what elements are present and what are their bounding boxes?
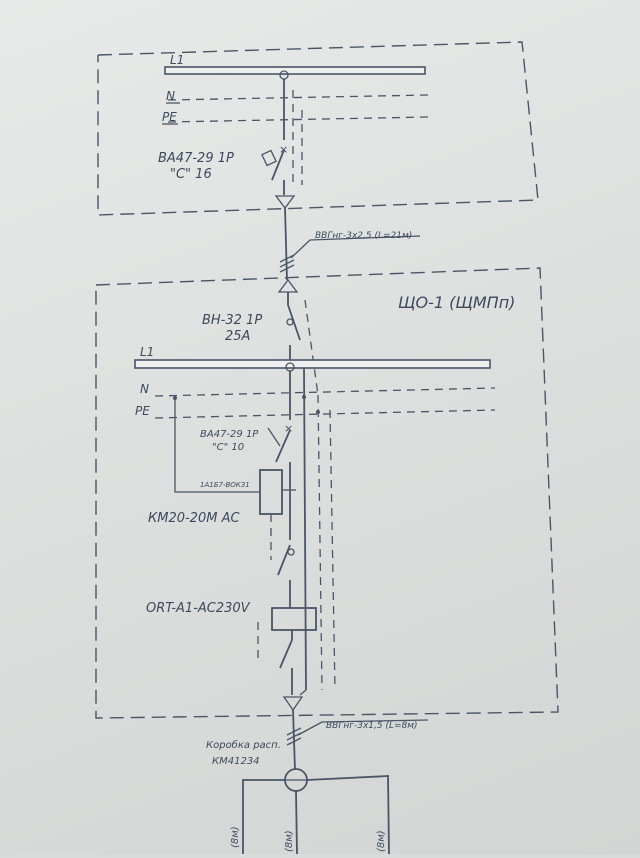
main-breaker-actuator	[267, 427, 281, 447]
out-cable-tick-3	[286, 737, 302, 746]
relay-coil	[271, 607, 317, 631]
junction-label-1: Коробка расп.	[206, 739, 281, 751]
coil-control-wire	[174, 398, 260, 493]
branch-right	[306, 775, 390, 855]
branch-left	[242, 779, 285, 854]
upper-breaker-actuator	[261, 149, 277, 167]
out-cable-line	[292, 709, 296, 771]
main-l1-bypass	[303, 367, 307, 691]
out-cable-leader	[297, 721, 323, 736]
main-breaker-contact	[275, 429, 291, 463]
main-enclosure: ЩО-1 (ЩМПп) ВН-32 1Р 25А L1 N PE × ВА47-…	[95, 267, 559, 719]
main-breaker-x-mark: ×	[284, 422, 293, 435]
bypass-merge	[299, 689, 307, 696]
contactor-coil	[259, 469, 283, 515]
upper-bus-n-label: N	[166, 89, 175, 103]
upper-bus-l1-label: L1	[170, 53, 184, 67]
main-pe-line	[154, 409, 496, 419]
branch-right-label: (8м)	[376, 830, 387, 852]
upper-n-line	[167, 94, 429, 101]
contactor-contact-pivot	[287, 548, 295, 556]
upper-breaker-rating: "С" 16	[170, 167, 212, 182]
branch-middle	[295, 790, 298, 855]
main-pe-junction	[316, 410, 320, 414]
main-bus-l1	[134, 359, 491, 369]
main-output-terminal	[282, 696, 304, 712]
main-switch-contact	[287, 304, 301, 341]
feed-cable-tick-2	[279, 259, 295, 268]
relay-model: ORT-A1-AC230V	[146, 601, 251, 616]
feed-cable-tick-3	[279, 264, 295, 273]
out-cable-tick-1	[286, 727, 302, 736]
branch-left-label: (8м)	[230, 826, 241, 848]
upper-breaker-model: ВА47-29 1Р	[158, 151, 234, 166]
upper-enclosure: L1 N PE × ВА47-29 1Р "С" 16	[97, 41, 539, 216]
outgoing-circuit: ВВГнг-3х1,5 (L=8м) Коробка расп. КМ41234…	[206, 709, 429, 855]
feed-cable-label: ВВГнг-3х2,5 (L=21м)	[315, 231, 412, 241]
upper-enclosure-border	[97, 41, 539, 216]
upper-output-terminal	[274, 195, 296, 210]
upper-bus-pe-label: PE	[162, 110, 177, 124]
main-input-terminal	[277, 278, 299, 293]
contactor-model: КМ20-20М АС	[148, 511, 240, 526]
branch-middle-label: (8м)	[284, 830, 295, 852]
out-cable-label: ВВГнг-3х1,5 (L=8м)	[326, 721, 418, 731]
upper-bus-l1	[164, 66, 426, 75]
main-n-feed	[304, 299, 319, 396]
main-enclosure-border	[95, 267, 559, 719]
main-panel-title: ЩО-1 (ЩМПп)	[398, 293, 515, 312]
upper-breaker-x-mark: ×	[279, 143, 288, 156]
main-n-drop	[317, 394, 323, 691]
upper-pe-line	[167, 116, 429, 123]
contactor-contact	[277, 544, 291, 576]
feed-cable-leader	[290, 239, 311, 259]
main-switch-model: ВН-32 1Р	[202, 313, 262, 328]
feed-cable-shelf	[309, 235, 421, 241]
junction-label-2: КМ41234	[212, 756, 260, 767]
out-cable-shelf	[321, 719, 429, 723]
coil-tag: 1А1Б7-ВОКЗ1	[200, 481, 250, 489]
main-bus-n-label: N	[140, 382, 149, 396]
relay-contact	[279, 639, 293, 669]
main-n-line	[154, 387, 496, 397]
main-switch-pivot	[286, 318, 294, 326]
main-switch-rating: 25А	[225, 329, 250, 344]
main-breaker-rating: "С" 10	[212, 442, 244, 453]
feed-cable: ВВГнг-3х2,5 (L=21м)	[277, 207, 421, 293]
main-breaker-model: ВА47-29 1Р	[200, 429, 259, 440]
main-bus-l1-label: L1	[140, 345, 154, 359]
main-bus-pe-label: PE	[135, 404, 150, 418]
upper-breaker-contact	[271, 149, 285, 181]
main-n-junction	[302, 395, 306, 399]
main-pe-drop	[329, 409, 336, 691]
feed-cable-tick-1	[279, 254, 295, 263]
